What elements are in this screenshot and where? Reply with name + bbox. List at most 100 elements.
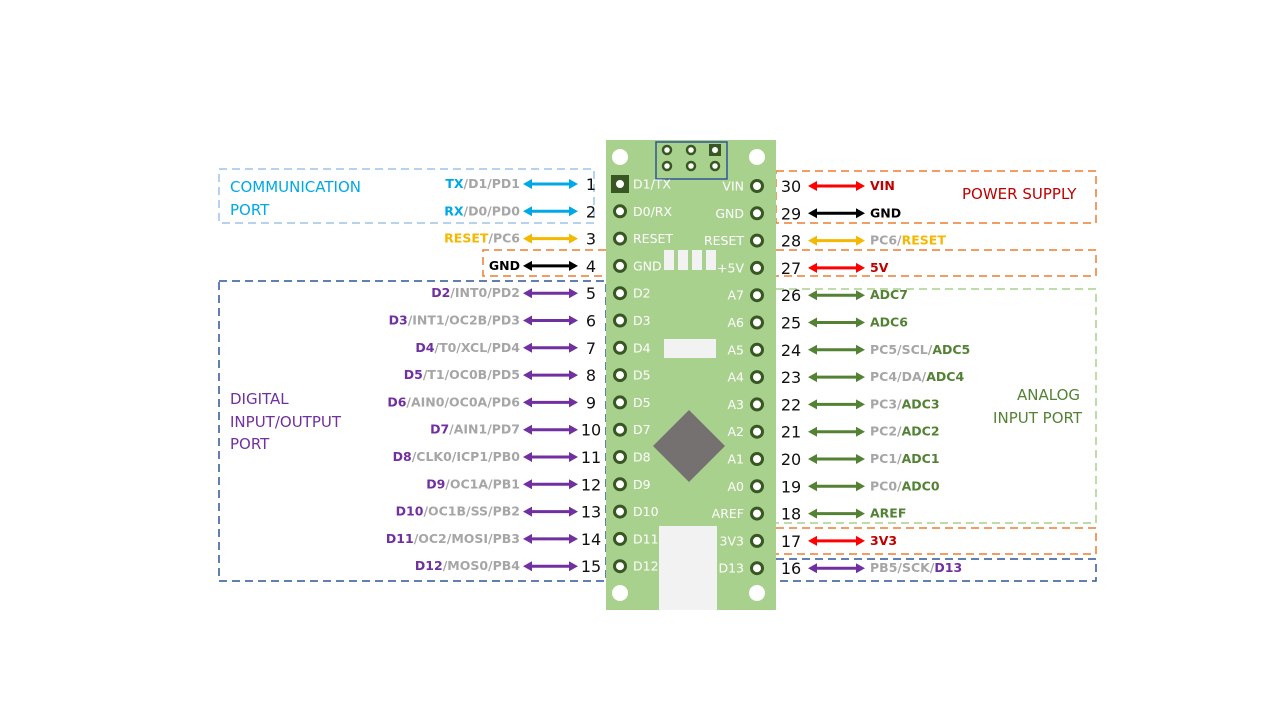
left-pin-number: 2 xyxy=(586,202,596,221)
right-pin-number: 25 xyxy=(781,314,801,333)
left-pin-function-label: D7/AIN1/PD7 xyxy=(430,422,520,437)
board-pin-silkscreen-label: D3 xyxy=(633,313,651,328)
pin-label-part: PC1/ xyxy=(870,451,902,466)
board-pin-silkscreen-label: A5 xyxy=(727,342,744,357)
crystal xyxy=(664,339,716,358)
board-pin-silkscreen-label: AREF xyxy=(712,506,744,521)
board-pin-pad xyxy=(613,395,627,410)
left-pin-number: 4 xyxy=(586,257,596,276)
pin-label-part: RX xyxy=(444,203,464,218)
pin-label-part: /MOS0/PB4 xyxy=(443,558,521,573)
right-pin-function-label: PB5/SCK/D13 xyxy=(870,560,962,575)
pin-label-part: VIN xyxy=(870,178,895,193)
board-pin-silkscreen-label: A4 xyxy=(727,370,744,385)
left-pin-arrow xyxy=(523,479,578,490)
board-pin-pad xyxy=(613,531,627,546)
right-pin-function-label: PC2/ADC2 xyxy=(870,424,940,439)
led xyxy=(664,250,674,270)
board-pin-pad xyxy=(613,477,627,492)
left-pin-arrow xyxy=(523,233,578,244)
pin-label-part: /OC2/MOSI/PB3 xyxy=(414,531,520,546)
right-pin-number: 23 xyxy=(781,368,801,387)
board-pin-silkscreen-label: RESET xyxy=(633,231,673,246)
board-pin-pad xyxy=(750,233,764,248)
right-pin-number: 19 xyxy=(781,477,801,496)
right-pin-arrow xyxy=(808,317,865,328)
pin-label-part: 5V xyxy=(870,260,889,275)
pin-label-part: /T1/OC0B/PD5 xyxy=(423,367,520,382)
board-pin-silkscreen-label: A1 xyxy=(727,452,744,467)
board-pin-silkscreen-label: A7 xyxy=(727,288,744,303)
left-pin-arrow xyxy=(523,260,578,271)
board-pin-silkscreen-label: A0 xyxy=(727,479,744,494)
right-pin-number: 28 xyxy=(781,232,801,251)
right-pin-arrow xyxy=(808,563,865,574)
right-pin-function-label: GND xyxy=(870,205,901,220)
pin-label-part: ADC6 xyxy=(870,315,908,330)
pin-label-part: D6 xyxy=(387,394,406,409)
right-pin-arrow xyxy=(808,181,865,191)
right-pin-arrow xyxy=(808,454,865,464)
pin-label-part: /PC6 xyxy=(488,231,520,246)
left-pin-arrow xyxy=(523,506,578,517)
pin-label-part: ADC5 xyxy=(932,342,970,357)
board-pin-pad xyxy=(613,177,627,191)
board-pin-pad xyxy=(750,370,764,385)
analog-port-label-2: INPUT PORT xyxy=(993,409,1083,427)
right-pin-function-label: PC5/SCL/ADC5 xyxy=(870,342,970,357)
board-pin-silkscreen-label: D13 xyxy=(718,561,744,576)
pin-label-part: GND xyxy=(870,205,901,220)
pin-label-part: ADC3 xyxy=(902,396,940,411)
analog-port-label-1: ANALOG xyxy=(1017,386,1080,404)
icsp-header xyxy=(655,141,728,180)
left-pin-number: 9 xyxy=(586,393,596,412)
left-pin-function-label: D2/INT0/PD2 xyxy=(431,285,520,300)
pin-label-part: PC4/DA/ xyxy=(870,369,927,384)
board-pin-silkscreen-label: D5 xyxy=(633,395,651,410)
right-pin-number: 18 xyxy=(781,505,801,524)
right-pin-function-label: PC1/ADC1 xyxy=(870,451,940,466)
pin-label-part: ADC1 xyxy=(902,451,940,466)
board-pin-pad xyxy=(750,260,764,275)
right-pin-function-label: 5V xyxy=(870,260,889,275)
digital-port-label-3: PORT xyxy=(230,435,270,453)
power-supply-box-5v-right xyxy=(776,249,1097,277)
board-pin-pad xyxy=(613,286,627,301)
board-pin-silkscreen-label: GND xyxy=(715,206,744,221)
left-pin-arrow xyxy=(523,452,578,462)
board-pin-silkscreen-label: A3 xyxy=(727,397,744,412)
right-pin-arrow xyxy=(808,535,865,546)
communication-port-label-2: PORT xyxy=(230,201,270,219)
pin-label-part: PC6/ xyxy=(870,233,902,248)
mounting-hole xyxy=(749,585,765,601)
left-pin-number: 11 xyxy=(581,448,601,467)
pin-label-part: D5 xyxy=(404,367,423,382)
pin-label-part: PC5/SCL/ xyxy=(870,342,933,357)
left-pin-function-label: D5/T1/OC0B/PD5 xyxy=(404,367,520,382)
right-pin-arrow xyxy=(808,290,865,301)
board-pin-silkscreen-label: D12 xyxy=(633,559,659,574)
mounting-hole xyxy=(612,585,628,601)
board-pin-pad xyxy=(750,452,764,466)
board-pin-silkscreen-label: D0/RX xyxy=(633,204,672,219)
left-pin-arrow xyxy=(523,424,578,435)
pin-label-part: /INT1/OC2B/PD3 xyxy=(408,313,520,328)
pin-label-part: D13 xyxy=(934,560,962,575)
